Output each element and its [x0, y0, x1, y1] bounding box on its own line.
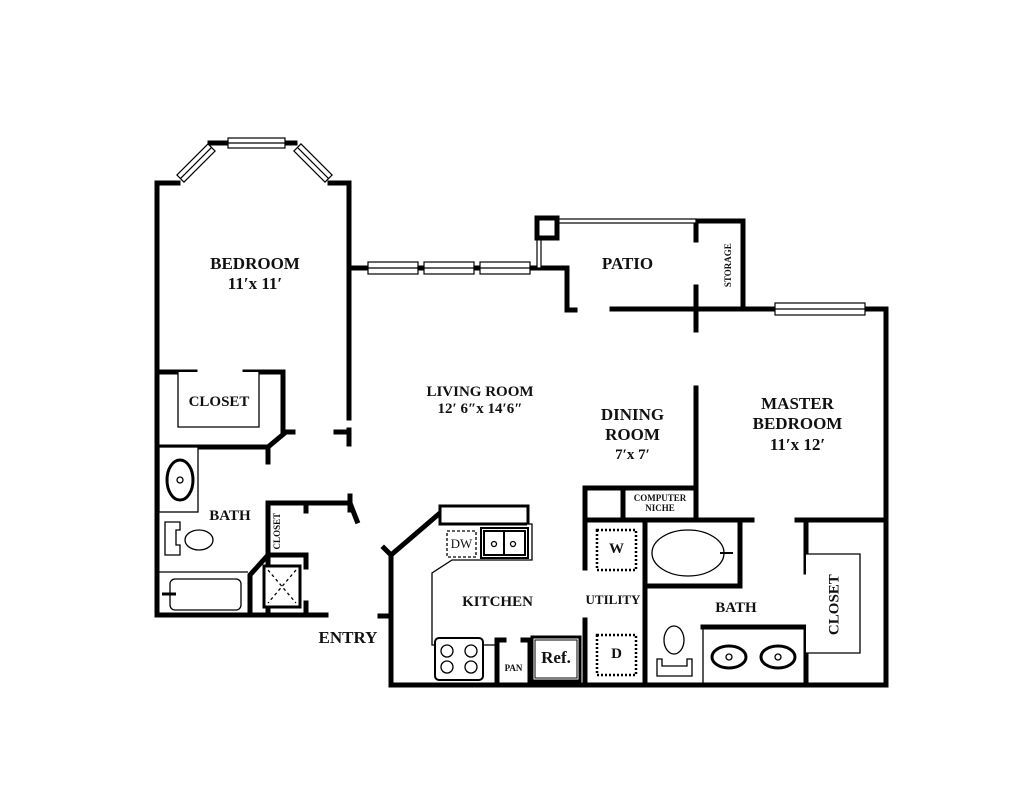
living-room-size: 12′ 6″x 14′6″ [437, 401, 523, 418]
living-room-name: LIVING ROOM [426, 384, 534, 400]
patio-label: PATIO [601, 254, 654, 273]
linen-closet-label: CLOSET [271, 512, 282, 550]
pantry-label: PAN [504, 663, 523, 673]
bath-label: BATH [209, 508, 251, 524]
master-bedroom-label: MASTER BEDROOM 11′x 12′ [730, 394, 865, 455]
dryer-label: D [611, 646, 622, 662]
patio-post [534, 215, 560, 241]
entry-label: ENTRY [318, 628, 378, 647]
bedroom-closet-label: CLOSET [188, 394, 250, 410]
utility-label: UTILITY [585, 592, 641, 607]
master-bath-label: BATH [715, 600, 757, 616]
bedroom-size: 11′x 11′ [227, 273, 283, 293]
toilet-icon [663, 625, 685, 655]
bathtub-icon [169, 578, 242, 611]
toilet-icon [184, 529, 214, 551]
storage-label: STORAGE [722, 243, 733, 288]
bedroom-name: BEDROOM [210, 254, 300, 273]
shower-icon [262, 564, 302, 609]
stove-icon [434, 637, 484, 681]
dishwasher-label: DW [450, 536, 473, 551]
dishwasher-icon [446, 530, 477, 558]
kitchen-label: KITCHEN [462, 594, 533, 610]
bathtub-icon [651, 529, 725, 577]
fixtures [158, 372, 861, 683]
dining-room-label: DINING ROOM 7′x 7′ [580, 405, 685, 464]
windows [176, 137, 866, 316]
dryer-icon [595, 633, 638, 677]
bedroom-label: BEDROOM 11′x 11′ [190, 254, 320, 293]
living-room-label: LIVING ROOM 12′ 6″x 14′6″ [400, 384, 560, 419]
dining-room-size: 7′x 7′ [615, 446, 650, 463]
master-bedroom-size: 11′x 12′ [769, 434, 826, 454]
master-closet-label: CLOSET [826, 574, 843, 636]
refrigerator-label: Ref. [541, 648, 571, 667]
computer-niche-label: COMPUTER NICHE [633, 493, 687, 514]
washer-icon [595, 528, 638, 572]
walls [154, 140, 889, 688]
washer-label: W [609, 541, 624, 557]
